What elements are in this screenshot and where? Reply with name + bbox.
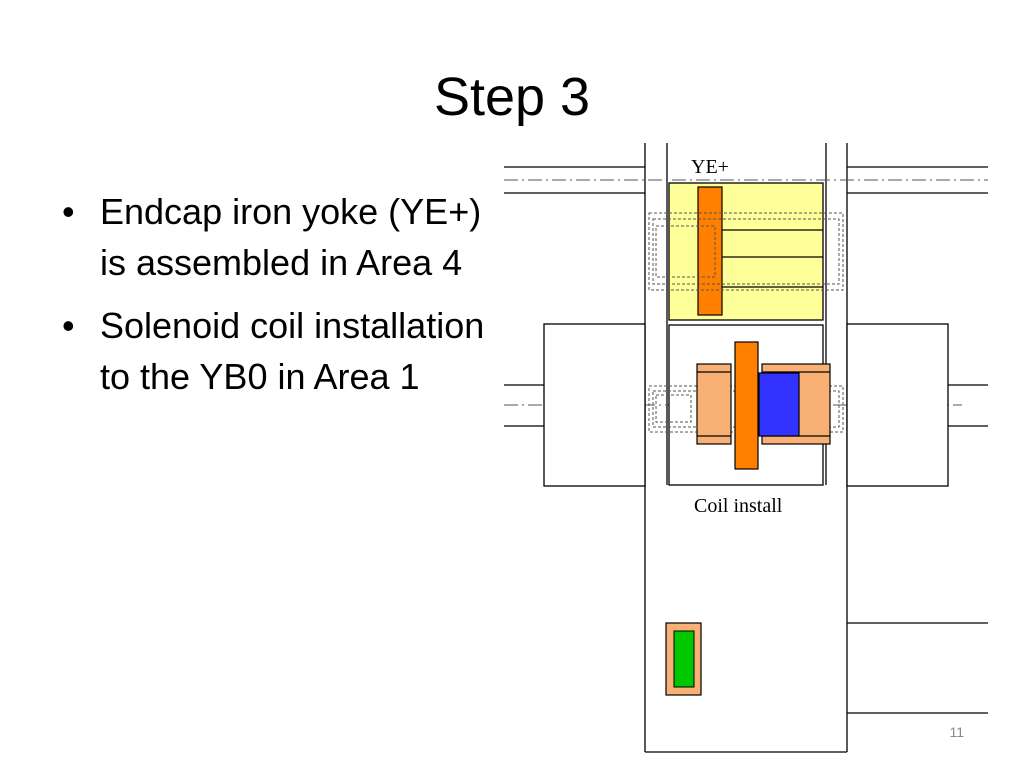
bullet-text: Solenoid coil installation to the YB0 in… [100,305,485,397]
bullet-item: • Endcap iron yoke (YE+) is assembled in… [60,186,490,288]
bullet-marker: • [62,191,75,232]
ye-plus-label: YE+ [691,156,729,178]
endcap-disk [697,186,723,316]
yoke-lines [722,229,823,288]
side-chambers [543,323,949,487]
page-number: 11 [949,724,964,740]
ye-plus-yoke [668,182,824,321]
coil-assembly [696,341,831,470]
coil-install-label: Coil install [694,495,783,517]
dashed-outlines-top [648,212,844,291]
bullet-item: • Solenoid coil installation to the YB0 … [60,300,490,402]
bullet-list: • Endcap iron yoke (YE+) is assembled in… [60,186,490,414]
bullet-text: Endcap iron yoke (YE+) is assembled in A… [100,191,482,283]
coil-left-ring [696,363,732,445]
slide-title: Step 3 [433,67,591,127]
tunnel-lines [504,166,988,714]
lower-component [673,630,695,688]
solenoid-coil [758,372,800,437]
central-disk [734,341,759,470]
bullet-marker: • [62,305,75,346]
